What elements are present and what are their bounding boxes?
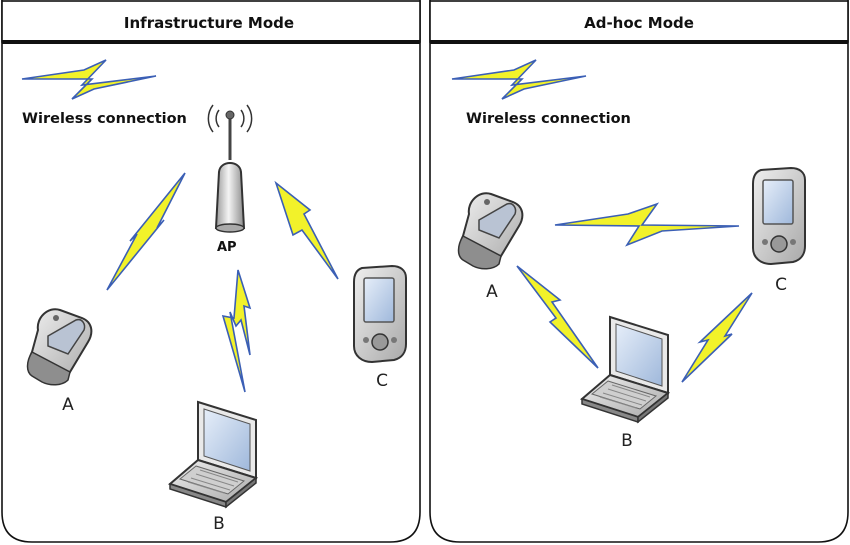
link-bolt-a-b: [516, 265, 599, 369]
link-bolt-b-c: [681, 292, 753, 383]
device-b-label: B: [213, 514, 225, 534]
device-c-label: C: [775, 275, 787, 295]
laptop-icon: [581, 316, 669, 423]
infrastructure-frame: [1, 0, 421, 543]
legend-bolt-icon: [451, 59, 587, 100]
link-bolt-ap-pda: [274, 180, 339, 280]
link-bolt-ap-phone: [106, 172, 186, 291]
adhoc-header: [429, 0, 849, 43]
link-bolt-ap-laptop: [221, 269, 252, 393]
device-a-label: A: [62, 395, 74, 415]
laptop-icon: [169, 401, 257, 508]
link-bolt-a-c: [554, 202, 740, 247]
pda-icon: [353, 265, 407, 363]
adhoc-panel: Ad-hoc Mode Wireless connection A B C: [429, 0, 849, 543]
ap-label: AP: [217, 240, 237, 255]
device-c-label: C: [376, 371, 388, 391]
device-b-label: B: [621, 431, 633, 451]
infrastructure-legend-label: Wireless connection: [22, 111, 187, 127]
legend-bolt-icon: [21, 59, 157, 100]
device-a-label: A: [486, 282, 498, 302]
adhoc-title: Ad-hoc Mode: [584, 14, 694, 32]
adhoc-frame: [429, 0, 849, 543]
infrastructure-title: Infrastructure Mode: [124, 14, 294, 32]
adhoc-legend-label: Wireless connection: [466, 111, 631, 127]
phone-icon: [457, 192, 524, 270]
access-point-icon: [207, 104, 253, 233]
infrastructure-panel: Infrastructure Mode Wireless connection …: [1, 0, 421, 543]
phone-icon: [26, 308, 93, 386]
pda-icon: [752, 167, 806, 265]
